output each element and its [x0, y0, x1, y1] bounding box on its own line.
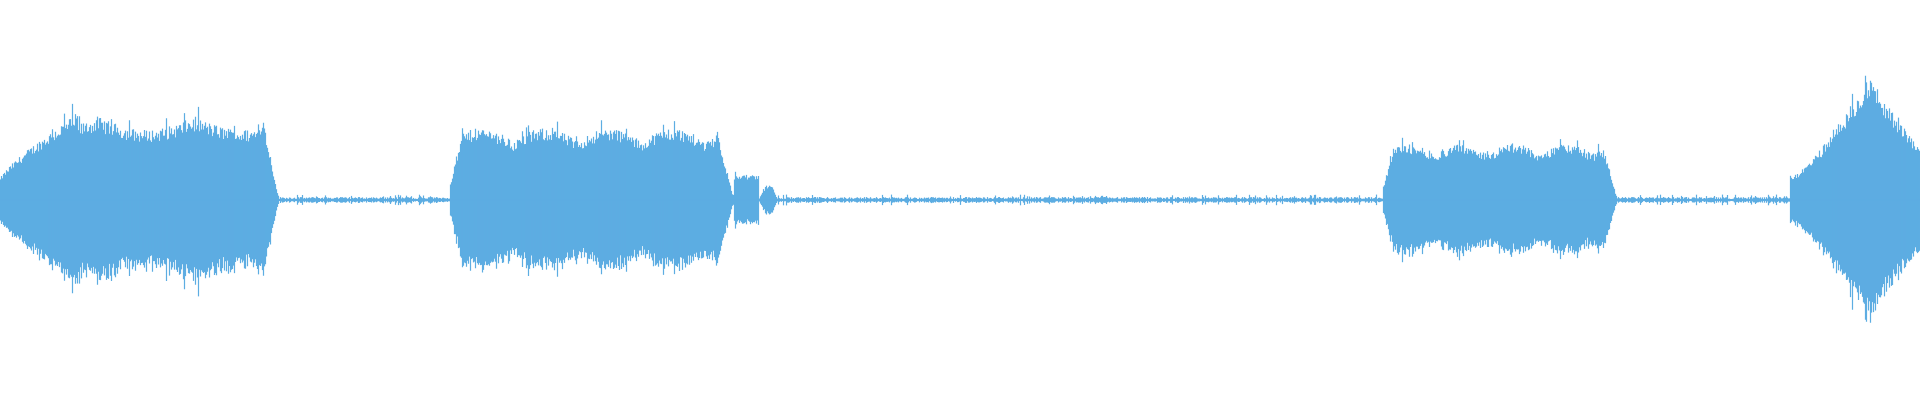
waveform-samples-layer: [0, 75, 1920, 323]
